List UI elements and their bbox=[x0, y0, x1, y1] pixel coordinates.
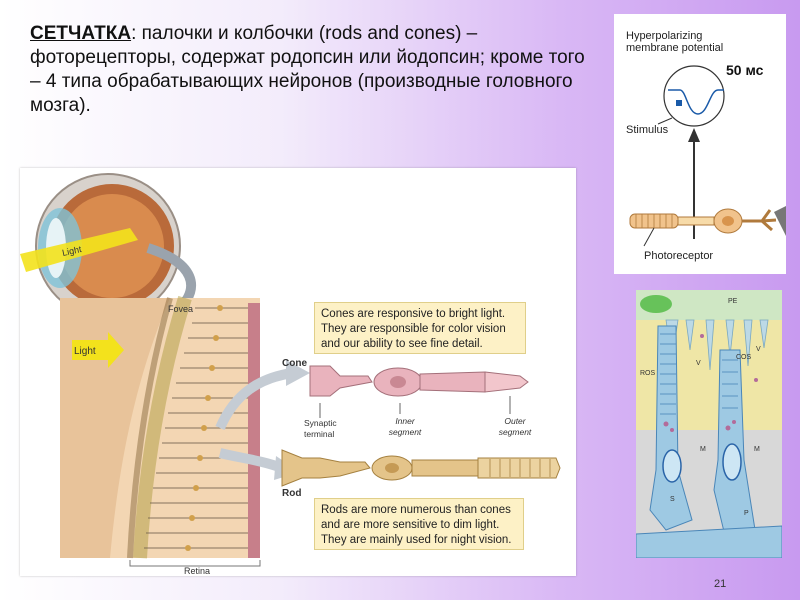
v-label-left: V bbox=[696, 360, 701, 367]
membrane-potential-figure: Hyperpolarizing membrane potential Stimu… bbox=[614, 14, 786, 274]
recording-arrow-head bbox=[688, 128, 700, 142]
slide-title: СЕТЧАТКА bbox=[30, 23, 131, 44]
pe-label: PE bbox=[728, 298, 737, 305]
hyperpolarizing-label: Hyperpolarizing membrane potential bbox=[626, 30, 736, 54]
fovea-label: Fovea bbox=[168, 304, 193, 314]
photoreceptor-label: Photoreceptor bbox=[644, 250, 713, 262]
outer-segment-label: Outer segment bbox=[490, 416, 540, 438]
retina-label: Retina bbox=[184, 566, 210, 576]
rods-note: Rods are more numerous than cones and ar… bbox=[314, 498, 524, 550]
time-scale-label: 50 мс bbox=[726, 62, 763, 78]
rod-label: Rod bbox=[282, 488, 301, 499]
photoreceptor-drawing bbox=[630, 206, 786, 236]
p-label: P bbox=[744, 510, 749, 517]
slide-body-text: СЕТЧАТКА: палочки и колбочки (rods and c… bbox=[30, 22, 590, 118]
cones-note: Cones are responsive to bright light. Th… bbox=[314, 302, 526, 354]
photoreceptor-leader bbox=[644, 228, 654, 246]
synaptic-terminal-label: Synaptic terminal bbox=[304, 418, 354, 440]
cos-label: COS bbox=[736, 354, 751, 361]
inner-segment-label: Inner segment bbox=[380, 416, 430, 438]
ros-label: ROS bbox=[640, 370, 655, 377]
retina-figure: Light Light Fovea Retina Cone Rod Synapt… bbox=[20, 168, 576, 576]
stimulus-marker bbox=[676, 100, 682, 106]
retina-cross-section bbox=[60, 298, 260, 558]
s-label: S bbox=[670, 496, 675, 503]
m-label-right: M bbox=[754, 446, 760, 453]
cone-cell-drawing bbox=[310, 366, 528, 396]
cone-label: Cone bbox=[282, 358, 307, 369]
v-label-right: V bbox=[756, 346, 761, 353]
stimulus-label: Stimulus bbox=[626, 124, 668, 136]
page-number: 21 bbox=[714, 578, 726, 590]
micrograph-drawing bbox=[636, 290, 782, 558]
photoreceptor-micrograph: PE ROS COS V V M M S P bbox=[636, 290, 782, 558]
light-arrow-label: Light bbox=[74, 346, 96, 357]
m-label-left: M bbox=[700, 446, 706, 453]
oscilloscope-circle bbox=[664, 66, 724, 126]
rod-cell-drawing bbox=[282, 450, 560, 486]
